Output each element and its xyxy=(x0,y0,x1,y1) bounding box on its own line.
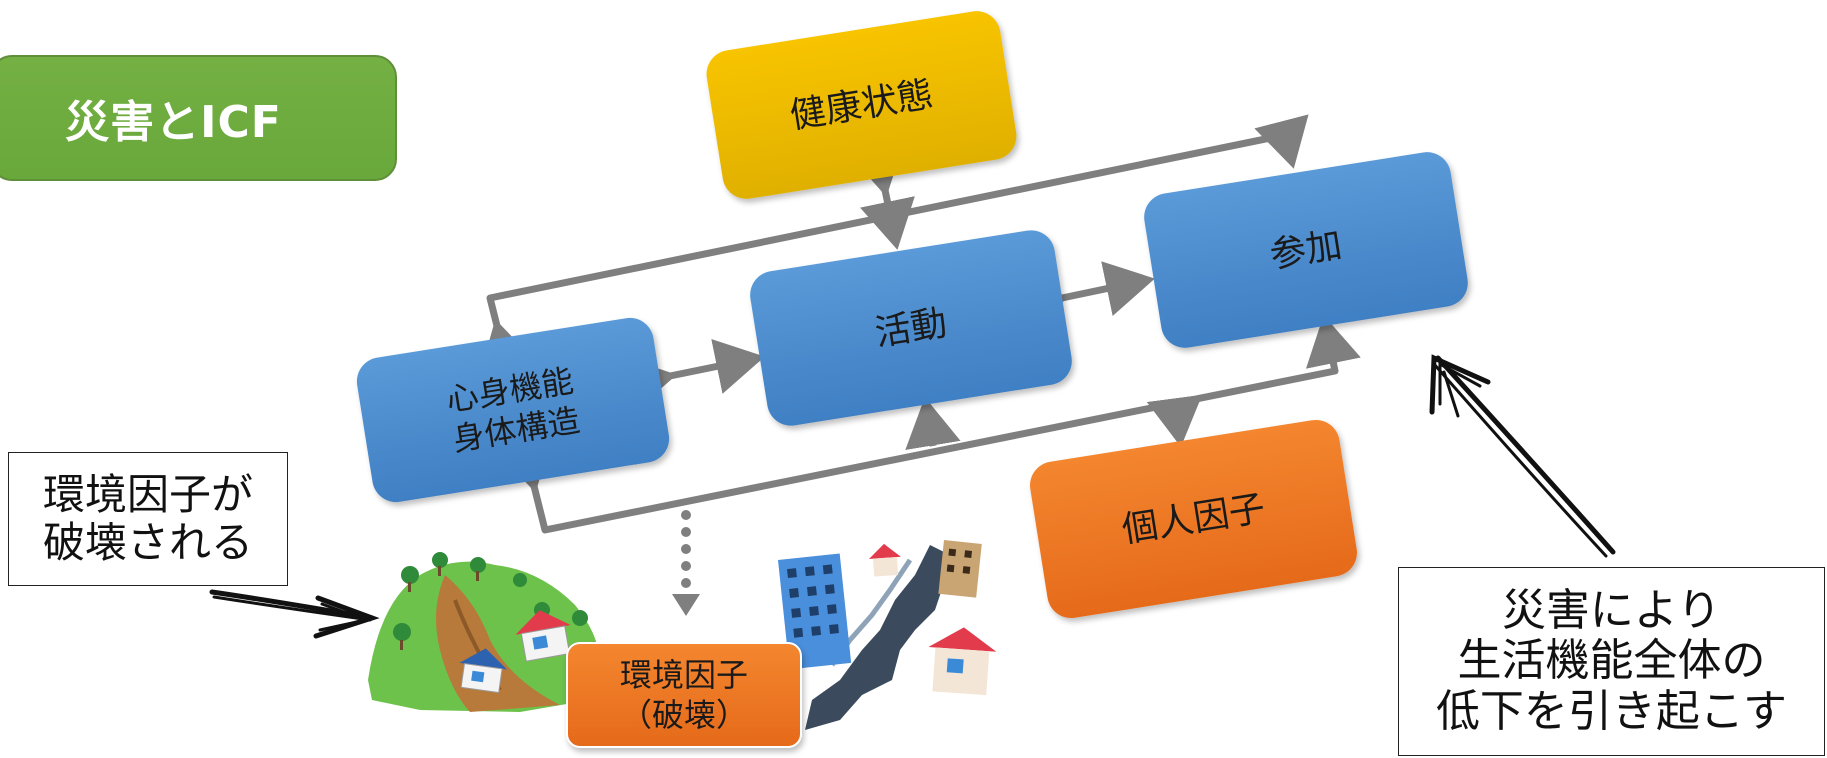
callout-environment-destroyed: 環境因子が 破壊される xyxy=(8,452,288,586)
callout-disaster-line-2: 生活機能全体の xyxy=(1457,635,1766,687)
connector-activity-bottom xyxy=(905,397,961,451)
callout-disaster-effect: 災害により 生活機能全体の 低下を引き起こす xyxy=(1398,567,1825,756)
callout-env-line-1: 環境因子が xyxy=(42,469,253,519)
node-environmental-factors: 環境因子 （破壊） xyxy=(566,642,802,748)
page-title: 災害とICF xyxy=(65,97,282,148)
hand-arrow-up-icon xyxy=(1429,354,1616,558)
earthquake-illustration xyxy=(778,540,997,730)
connector-bottom-frame xyxy=(496,315,1361,534)
connector-personal-bottom xyxy=(1146,394,1203,447)
node-env-label: 環境因子 xyxy=(619,656,748,694)
callout-disaster-line-1: 災害により xyxy=(1501,584,1722,636)
title-banner: 災害とICF xyxy=(0,55,397,181)
callout-disaster-line-3: 低下を引き起こす xyxy=(1435,685,1788,737)
hand-arrow-right-icon xyxy=(209,589,380,639)
callout-env-line-2: 破壊される xyxy=(42,518,253,567)
node-env-destroyed-label: （破壊） xyxy=(619,696,748,734)
dotted-connector-env xyxy=(672,510,700,616)
landslide-illustration xyxy=(368,552,598,712)
connector-top-frame xyxy=(480,114,1309,374)
